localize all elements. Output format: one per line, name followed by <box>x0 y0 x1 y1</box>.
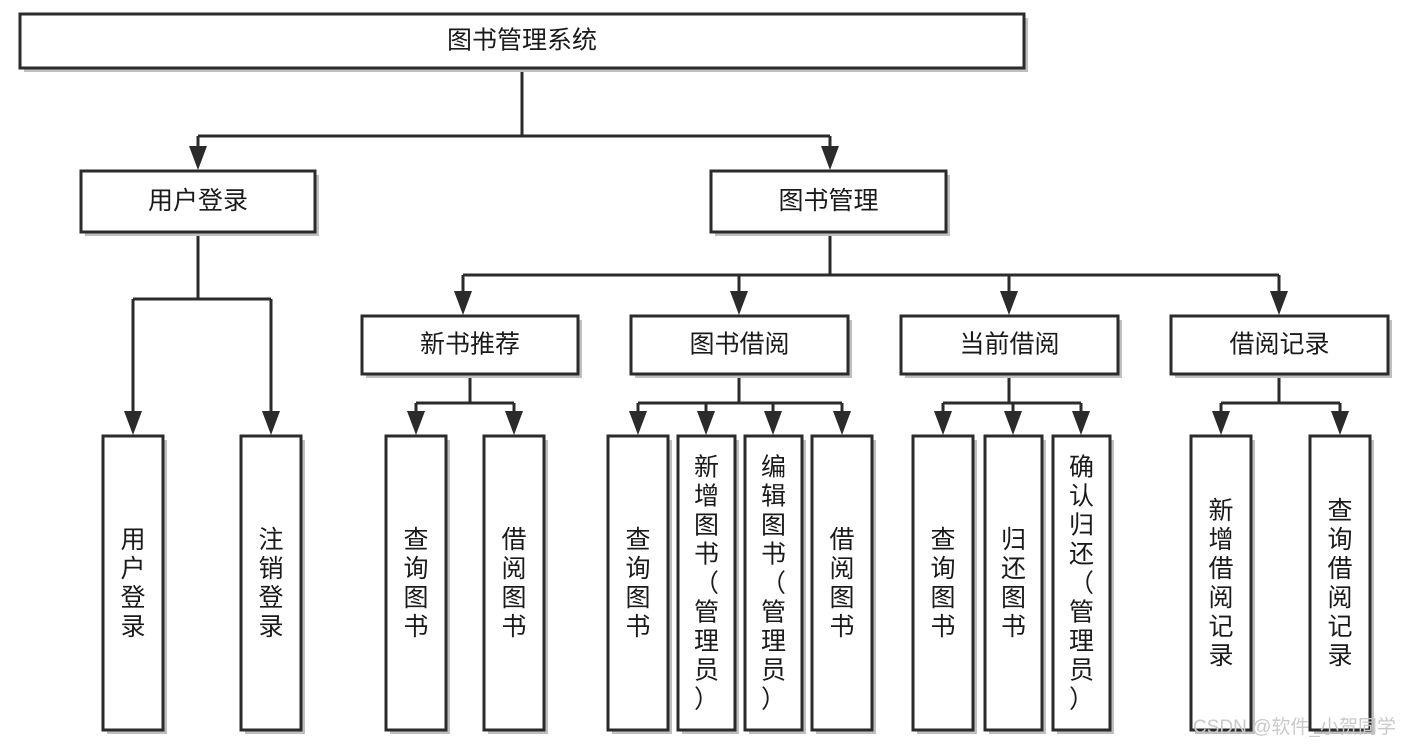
node-box[interactable] <box>101 434 165 732</box>
arrow-leaf-confirm-return-admin-icon <box>1072 411 1090 435</box>
node-label: 查询图书 <box>930 526 955 641</box>
node-box[interactable] <box>629 314 850 376</box>
node-box[interactable] <box>899 314 1120 376</box>
node-leaf-query-book-recommend[interactable]: 查询图书 <box>384 434 450 734</box>
node-box[interactable] <box>606 434 670 732</box>
node-label: 新书推荐 <box>420 331 520 359</box>
nodes-layer: 图书管理系统用户登录图书管理新书推荐图书借阅当前借阅借阅记录用户登录注销登录查询… <box>18 12 1392 734</box>
node-box[interactable] <box>79 169 317 234</box>
node-box[interactable] <box>1189 434 1253 732</box>
node-leaf-confirm-return-admin[interactable]: 确认归还（管理员） <box>1051 434 1114 734</box>
node-box[interactable] <box>239 434 303 732</box>
arrow-leaf-query-borrow-record-icon <box>1331 411 1349 435</box>
node-leaf-borrow-book[interactable]: 借阅图书 <box>810 434 876 734</box>
node-label: 图书管理 <box>778 187 878 215</box>
node-label: 查询图书 <box>403 526 428 641</box>
node-leaf-borrow-book-recommend[interactable]: 借阅图书 <box>482 434 548 734</box>
arrow-book-management-icon <box>821 146 839 170</box>
node-leaf-query-book-current[interactable]: 查询图书 <box>911 434 977 734</box>
node-label: 查询借阅记录 <box>1327 497 1352 670</box>
node-label: 确认归还（管理员） <box>1069 454 1094 714</box>
arrow-borrow-records-icon <box>1270 291 1288 315</box>
node-box[interactable] <box>1169 314 1390 376</box>
node-label: 编辑图书（管理员） <box>761 454 786 714</box>
node-user-login[interactable]: 用户登录 <box>79 169 319 236</box>
node-book-borrow[interactable]: 图书借阅 <box>629 314 852 378</box>
arrow-leaf-add-book-admin-icon <box>697 411 715 435</box>
node-label: 借阅记录 <box>1229 331 1329 359</box>
node-box[interactable] <box>482 434 546 732</box>
node-leaf-return-book[interactable]: 归还图书 <box>983 434 1046 734</box>
node-root[interactable]: 图书管理系统 <box>18 12 1028 72</box>
node-label: 借阅图书 <box>501 526 526 641</box>
node-box[interactable] <box>676 434 737 732</box>
node-current-borrow[interactable]: 当前借阅 <box>899 314 1122 378</box>
arrow-heads-layer <box>124 146 1349 435</box>
arrow-leaf-logout-login-icon <box>262 411 280 435</box>
node-leaf-add-book-admin[interactable]: 新增图书（管理员） <box>676 434 739 734</box>
arrow-leaf-add-borrow-record-icon <box>1212 411 1230 435</box>
node-leaf-edit-book-admin[interactable]: 编辑图书（管理员） <box>743 434 806 734</box>
arrow-leaf-return-book-icon <box>1004 411 1022 435</box>
node-label: 查询图书 <box>625 526 650 641</box>
arrow-leaf-query-book-recommend-icon <box>407 411 425 435</box>
node-box[interactable] <box>911 434 975 732</box>
arrow-book-borrow-icon <box>730 291 748 315</box>
node-label: 图书管理系统 <box>447 27 597 55</box>
node-leaf-query-book-borrow[interactable]: 查询图书 <box>606 434 672 734</box>
node-borrow-records[interactable]: 借阅记录 <box>1169 314 1392 378</box>
arrow-leaf-query-book-borrow-icon <box>629 411 647 435</box>
arrow-current-borrow-icon <box>1000 291 1018 315</box>
node-box[interactable] <box>1051 434 1112 732</box>
node-box[interactable] <box>360 314 580 376</box>
node-label: 借阅图书 <box>829 526 854 641</box>
node-label: 当前借阅 <box>959 331 1059 359</box>
node-new-book-recommend[interactable]: 新书推荐 <box>360 314 582 378</box>
node-leaf-add-borrow-record[interactable]: 新增借阅记录 <box>1189 434 1255 734</box>
node-box[interactable] <box>810 434 874 732</box>
node-label: 用户登录 <box>148 187 248 215</box>
arrow-new-book-recommend-icon <box>454 291 472 315</box>
node-book-management[interactable]: 图书管理 <box>709 169 950 236</box>
node-box[interactable] <box>743 434 804 732</box>
node-label: 新增借阅记录 <box>1208 497 1233 670</box>
node-label: 用户登录 <box>120 526 145 641</box>
arrow-leaf-user-login-icon <box>124 411 142 435</box>
node-leaf-logout-login[interactable]: 注销登录 <box>239 434 305 734</box>
node-box[interactable] <box>983 434 1044 732</box>
node-label: 新增图书（管理员） <box>694 454 719 714</box>
node-label: 归还图书 <box>1001 526 1026 641</box>
node-box[interactable] <box>709 169 948 234</box>
arrow-leaf-edit-book-admin-icon <box>764 411 782 435</box>
arrow-leaf-borrow-book-icon <box>833 411 851 435</box>
node-leaf-query-borrow-record[interactable]: 查询借阅记录 <box>1308 434 1374 734</box>
csdn-watermark: CSDN @软件_小贺同学 <box>1193 716 1396 738</box>
node-leaf-user-login[interactable]: 用户登录 <box>101 434 167 734</box>
node-box[interactable] <box>384 434 448 732</box>
node-label: 图书借阅 <box>689 331 789 359</box>
node-box[interactable] <box>1308 434 1372 732</box>
arrow-leaf-query-book-current-icon <box>934 411 952 435</box>
arrow-leaf-borrow-book-recommend-icon <box>505 411 523 435</box>
arrow-user-login-icon <box>189 146 207 170</box>
node-label: 注销登录 <box>258 526 283 641</box>
node-box[interactable] <box>18 12 1026 70</box>
